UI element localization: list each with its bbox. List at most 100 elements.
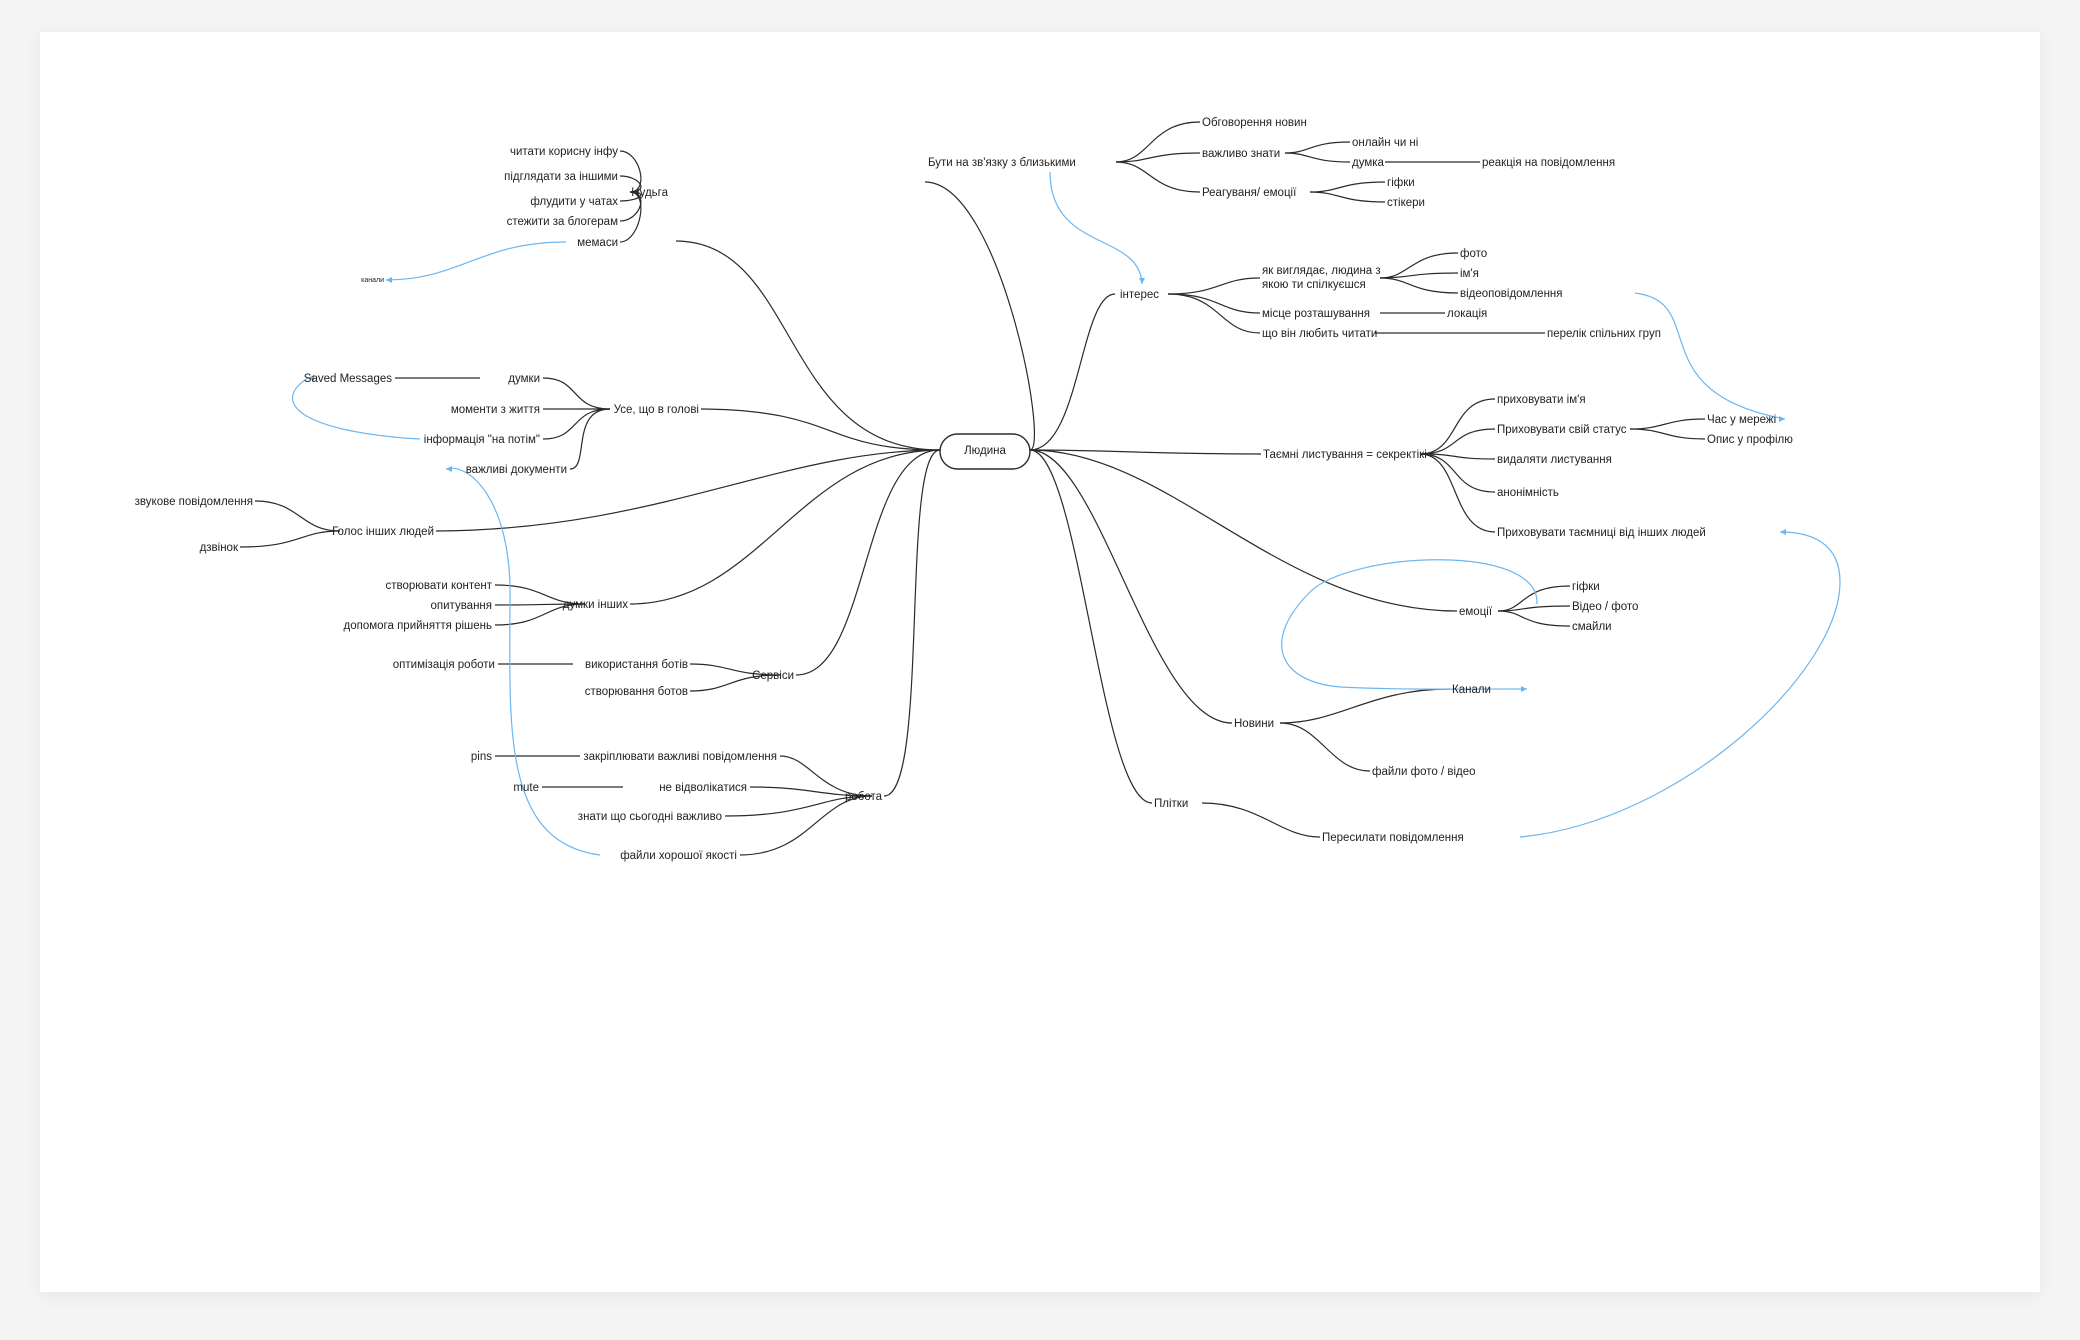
node-news[interactable]: Новини — [1234, 718, 1274, 730]
node-gifs2[interactable]: гіфки — [1572, 581, 1600, 593]
node-hidename[interactable]: приховувати ім'я — [1497, 394, 1586, 406]
edge-hidestatus-lastseen — [1629, 418, 1706, 430]
node-smileys[interactable]: смайли — [1572, 621, 1612, 633]
edge-interest-likes — [1167, 293, 1261, 334]
edge-root-gossip — [1029, 449, 1153, 804]
node-decisions[interactable]: допомога прийняття рішень — [344, 620, 492, 632]
edge-hidestatus-bio — [1629, 428, 1706, 440]
edge-root-news — [1029, 449, 1233, 724]
node-secret[interactable]: Таємні листування = секректікі — [1263, 449, 1427, 461]
edge-root-boring — [675, 240, 941, 451]
node-memes[interactable]: мемаси — [577, 237, 618, 249]
node-anon[interactable]: анонімність — [1497, 487, 1559, 499]
node-pins[interactable]: pins — [471, 751, 492, 763]
node-newsdisc[interactable]: Обговорення новин — [1202, 117, 1307, 129]
node-docs[interactable]: важливі документи — [466, 464, 567, 476]
edge-secret-anon — [1419, 453, 1496, 493]
node-stickers[interactable]: стікери — [1387, 197, 1425, 209]
node-today[interactable]: знати що сьогодні важливо — [578, 811, 722, 823]
node-optimize[interactable]: оптимізація роботи — [393, 659, 495, 671]
node-location[interactable]: місце розташування — [1262, 308, 1370, 320]
edge-secret-hidestatus — [1419, 428, 1496, 455]
node-pin[interactable]: закріплювати важливі повідомлення — [583, 751, 777, 763]
mindmap: Людина Нудьга читати корисну інфу підгля… — [135, 117, 1841, 862]
node-usebots[interactable]: використання ботів — [585, 659, 688, 671]
edge-boring-peek — [619, 175, 642, 193]
edge-root-interest — [1029, 293, 1116, 451]
node-makebots[interactable]: створювання ботов — [585, 686, 688, 698]
node-peek[interactable]: підглядати за іншими — [504, 171, 618, 183]
node-gossip[interactable]: Плітки — [1154, 798, 1188, 810]
node-lastseen[interactable]: Час у мережі — [1707, 414, 1776, 426]
node-interest[interactable]: інтерес — [1120, 289, 1159, 301]
node-boring[interactable]: Нудьга — [631, 187, 668, 199]
node-services[interactable]: Сервіси — [752, 670, 794, 682]
link-videomsg-lastseen — [1634, 292, 1786, 420]
node-hidestatus[interactable]: Приховувати свій статус — [1497, 424, 1627, 436]
node-voicemsg[interactable]: звукове повідомлення — [135, 496, 253, 508]
node-looks-2[interactable]: якою ти спілкуєшся — [1262, 279, 1366, 291]
edge-work-today — [724, 795, 873, 817]
node-photo[interactable]: фото — [1460, 248, 1487, 260]
node-flood[interactable]: флудити у чатах — [530, 196, 618, 208]
node-bio[interactable]: Опис у профілю — [1707, 434, 1793, 446]
node-know[interactable]: важливо знати — [1202, 148, 1280, 160]
edge-voice-call — [239, 530, 341, 548]
mindmap-canvas[interactable]: Людина Нудьга читати корисну інфу підгля… — [40, 32, 2040, 1292]
node-read[interactable]: читати корисну інфу — [510, 146, 618, 158]
node-opinions[interactable]: думки інших — [563, 599, 628, 611]
node-videophoto[interactable]: Відео / фото — [1572, 601, 1638, 613]
node-contact[interactable]: Бути на зв'язку з близькими — [928, 157, 1076, 169]
node-polls[interactable]: опитування — [431, 600, 493, 612]
edge-gossip-forward — [1201, 802, 1321, 838]
node-head[interactable]: Усе, що в голові — [614, 404, 699, 416]
edge-head-thoughts — [542, 377, 611, 410]
node-channels[interactable]: Канали — [1452, 684, 1491, 696]
node-saved[interactable]: Saved Messages — [304, 373, 392, 385]
edge-news-channels — [1279, 688, 1451, 724]
node-forward[interactable]: Пересилати повідомлення — [1322, 832, 1464, 844]
node-delete[interactable]: видаляти листування — [1497, 454, 1612, 466]
node-react[interactable]: Реагуваня/ емоції — [1202, 187, 1297, 199]
arrow-lastseen — [1779, 416, 1785, 422]
node-reaction[interactable]: реакція на повідомлення — [1482, 157, 1615, 169]
arrow-interest — [1139, 278, 1145, 284]
edge-emotions-videophoto — [1497, 605, 1571, 612]
node-groups[interactable]: перелік спільних груп — [1547, 328, 1661, 340]
edge-know-thought — [1284, 152, 1351, 163]
node-hidesecrets[interactable]: Приховувати таємниці від інших людей — [1497, 527, 1706, 539]
edge-work-files — [739, 795, 873, 856]
link-later-saved — [291, 377, 421, 440]
node-online[interactable]: онлайн чи ні — [1352, 137, 1418, 149]
edge-head-docs — [569, 408, 611, 470]
node-later[interactable]: інформація "на потім" — [424, 434, 540, 446]
node-files[interactable]: файли хорошої якості — [620, 850, 737, 862]
node-moments[interactable]: моменти з життя — [451, 404, 540, 416]
link-memes-channels — [385, 241, 567, 281]
node-voice[interactable]: Голос інших людей — [332, 526, 434, 538]
node-nodistract[interactable]: не відволікатися — [659, 782, 747, 794]
edge-secret-delete — [1419, 453, 1496, 460]
node-likes[interactable]: що він любить читати — [1262, 328, 1377, 340]
edge-secret-hidename — [1419, 398, 1496, 455]
node-thoughts[interactable]: думки — [508, 373, 540, 385]
node-thought[interactable]: думка — [1352, 157, 1385, 169]
node-blogs[interactable]: стежити за блогерам — [507, 216, 618, 228]
node-filesphoto[interactable]: файли фото / відео — [1372, 766, 1476, 778]
edge-opinions-content — [494, 584, 586, 605]
node-loc[interactable]: локація — [1447, 308, 1487, 320]
node-videomsg[interactable]: відеоповідомлення — [1460, 288, 1563, 300]
node-looks-1[interactable]: як виглядає, людина з — [1262, 265, 1381, 277]
node-work[interactable]: робота — [845, 791, 883, 803]
root-node[interactable]: Людина — [939, 433, 1031, 470]
edge-looks-photo — [1379, 252, 1459, 279]
edge-emotions-smileys — [1497, 610, 1571, 627]
node-channels-small[interactable]: канали — [361, 277, 384, 284]
link-contact-interest — [1049, 171, 1143, 285]
node-mute[interactable]: mute — [513, 782, 539, 794]
node-emotions[interactable]: емоції — [1459, 606, 1493, 618]
node-name[interactable]: ім'я — [1460, 268, 1479, 280]
node-call[interactable]: дзвінок — [200, 542, 239, 554]
node-gifs1[interactable]: гіфки — [1387, 177, 1415, 189]
node-content[interactable]: створювати контент — [386, 580, 493, 592]
